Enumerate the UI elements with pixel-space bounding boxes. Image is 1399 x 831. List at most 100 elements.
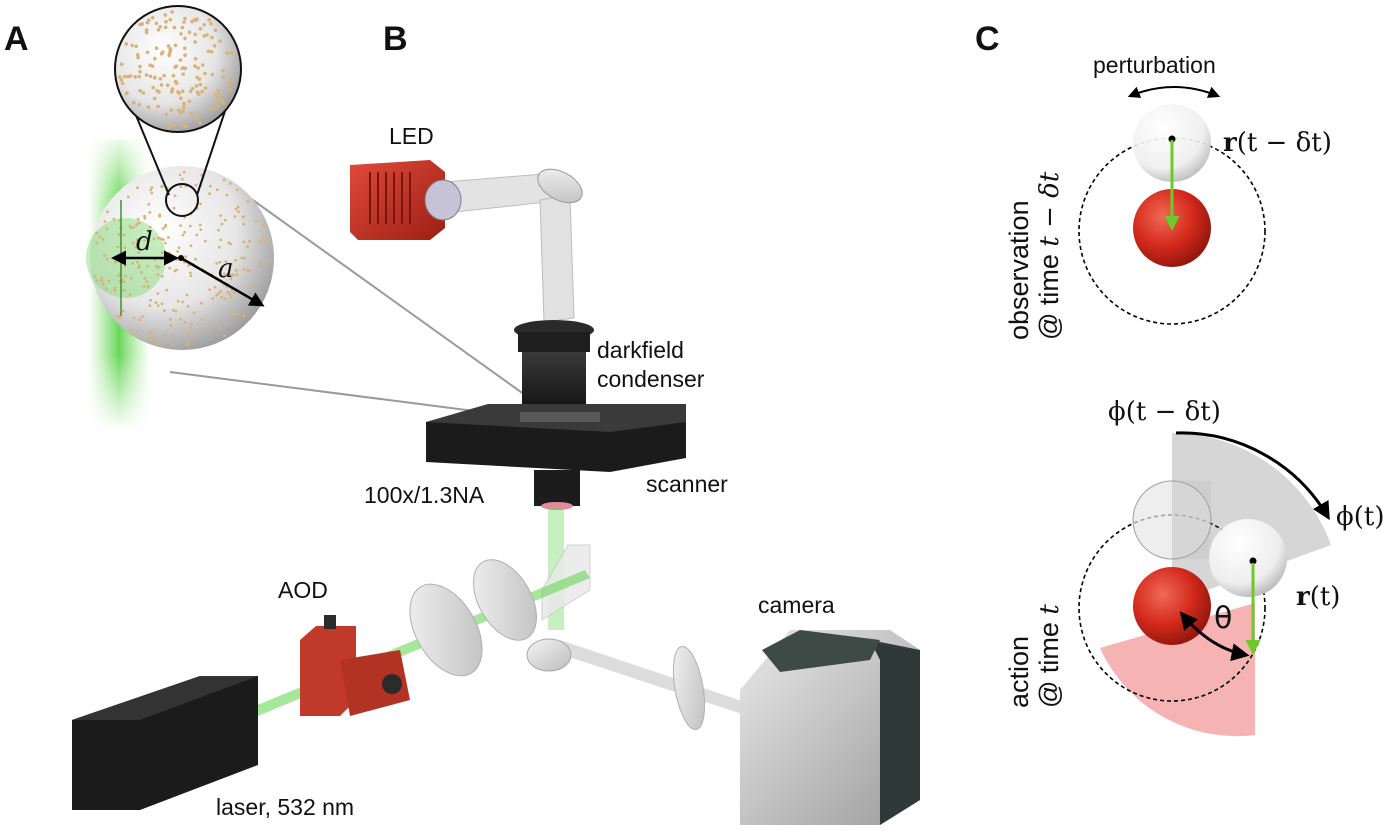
- nanoparticle-dot: [223, 334, 226, 338]
- nanoparticle-dot: [140, 271, 143, 274]
- camera-top: [762, 630, 880, 672]
- nanoparticle-dot: [156, 304, 160, 308]
- nanoparticle-dot: [234, 58, 239, 63]
- nanoparticle-dot: [137, 266, 140, 270]
- nanoparticle-dot: [157, 236, 160, 240]
- nanoparticle-dot: [164, 112, 169, 117]
- nanoparticle-dot: [188, 224, 192, 228]
- label-perturbation: perturbation: [1093, 52, 1216, 78]
- nanoparticle-dot: [234, 259, 237, 262]
- nanoparticle-dot: [183, 230, 187, 234]
- nanoparticle-dot: [184, 124, 188, 128]
- nanoparticle-dot: [229, 78, 233, 83]
- camera-beam: [548, 640, 754, 716]
- nanoparticle-dot: [168, 48, 173, 52]
- nanoparticle-dot: [153, 56, 157, 61]
- nanoparticle-dot: [218, 97, 223, 102]
- nanoparticle-dot: [150, 64, 155, 68]
- nanoparticle-dot: [227, 81, 231, 85]
- nanoparticle-dot: [167, 53, 171, 58]
- label-theta: θ: [1214, 601, 1232, 636]
- nanoparticle-dot: [145, 280, 149, 284]
- nanoparticle-dot: [205, 33, 209, 37]
- nanoparticle-dot: [202, 34, 206, 38]
- nanoparticle-dot: [149, 188, 153, 192]
- nanoparticle-dot: [138, 64, 142, 69]
- scanner-sample: [520, 412, 600, 422]
- nanoparticle-dot: [159, 83, 164, 87]
- nanoparticle-dot: [113, 288, 117, 292]
- nanoparticle-dot: [176, 299, 180, 303]
- nanoparticle-dot: [233, 215, 237, 218]
- nanoparticle-dot: [195, 75, 199, 80]
- nanoparticle-dot: [224, 260, 228, 264]
- nanoparticle-dot: [204, 239, 207, 243]
- nanoparticle-dot: [198, 223, 202, 227]
- nanoparticle-dot: [154, 301, 158, 305]
- nanoparticle-dot: [194, 116, 198, 121]
- label-r-now: r(t): [1296, 582, 1340, 612]
- zoom-nanoparticles: [118, 10, 239, 130]
- nanoparticle-dot: [148, 74, 153, 79]
- nanoparticle-dot: [161, 274, 164, 278]
- nanoparticle-dot: [169, 317, 172, 321]
- phi-rotation-arrow: [1175, 431, 1330, 521]
- panel-label-a: A: [4, 20, 29, 58]
- nanoparticle-dot: [212, 107, 216, 111]
- nanoparticle-dot: [223, 272, 226, 276]
- tube-lens: [672, 646, 706, 730]
- nanoparticle-dot: [194, 257, 198, 261]
- nanoparticle-dot: [122, 288, 126, 292]
- nanoparticle-dot: [233, 291, 236, 294]
- nanoparticle-dot: [169, 323, 173, 327]
- nanoparticle-dot: [181, 233, 185, 237]
- nanoparticle-dot: [135, 238, 139, 242]
- nanoparticle-dot: [254, 295, 258, 299]
- nanoparticle-dot: [182, 20, 186, 24]
- nanoparticle-dot: [193, 56, 198, 61]
- lens-2: [473, 559, 537, 641]
- nanoparticle-dot: [173, 79, 178, 84]
- nanoparticle-dot: [136, 55, 140, 60]
- nanoparticle-dot: [182, 170, 186, 174]
- nanoparticle-dot: [144, 73, 149, 77]
- nanoparticle-dot: [167, 251, 171, 255]
- nanoparticle-dot: [236, 312, 240, 316]
- nanoparticle-dot: [122, 74, 127, 79]
- nanoparticle-dot: [189, 112, 194, 116]
- nanoparticle-dot: [156, 342, 159, 346]
- nanoparticle-dot: [221, 75, 226, 79]
- nanoparticle-dot: [242, 215, 246, 219]
- nanoparticle-dot: [229, 51, 234, 55]
- nanoparticle-dot: [148, 335, 152, 339]
- nanoparticle-dot: [228, 292, 232, 296]
- label-aod: AOD: [278, 577, 328, 603]
- label-r-prev: r(t − δt): [1223, 128, 1332, 158]
- label-action: action @ time t: [1004, 604, 1065, 708]
- nanoparticle-dot: [123, 246, 127, 250]
- nanoparticle-dot: [262, 223, 265, 227]
- nanoparticle-dot: [246, 268, 250, 272]
- nanoparticle-dot: [183, 321, 187, 324]
- nanoparticle-dot: [226, 290, 230, 294]
- nanoparticle-dot: [189, 274, 193, 278]
- nanoparticle-dot: [196, 114, 201, 119]
- nanoparticle-dot: [145, 20, 150, 25]
- nanoparticle-dot: [164, 19, 168, 24]
- nanoparticle-dot: [172, 206, 176, 210]
- nanoparticle-dot: [160, 237, 163, 241]
- nanoparticle-dot: [242, 268, 246, 271]
- nanoparticle-dot: [222, 178, 226, 182]
- nanoparticle-dot: [138, 89, 142, 93]
- nanoparticle-dot: [190, 19, 194, 24]
- nanoparticle-dot: [231, 311, 235, 315]
- nanoparticle-dot: [158, 213, 162, 217]
- aod-block: [340, 650, 410, 716]
- nanoparticle-dot: [147, 203, 151, 206]
- nanoparticle-dot: [193, 64, 197, 68]
- nanoparticle-dot: [124, 91, 129, 96]
- nanoparticle-dot: [246, 245, 249, 249]
- nanoparticle-dot: [209, 184, 212, 188]
- label-d: d: [136, 227, 153, 257]
- nanoparticle-dot: [209, 322, 213, 326]
